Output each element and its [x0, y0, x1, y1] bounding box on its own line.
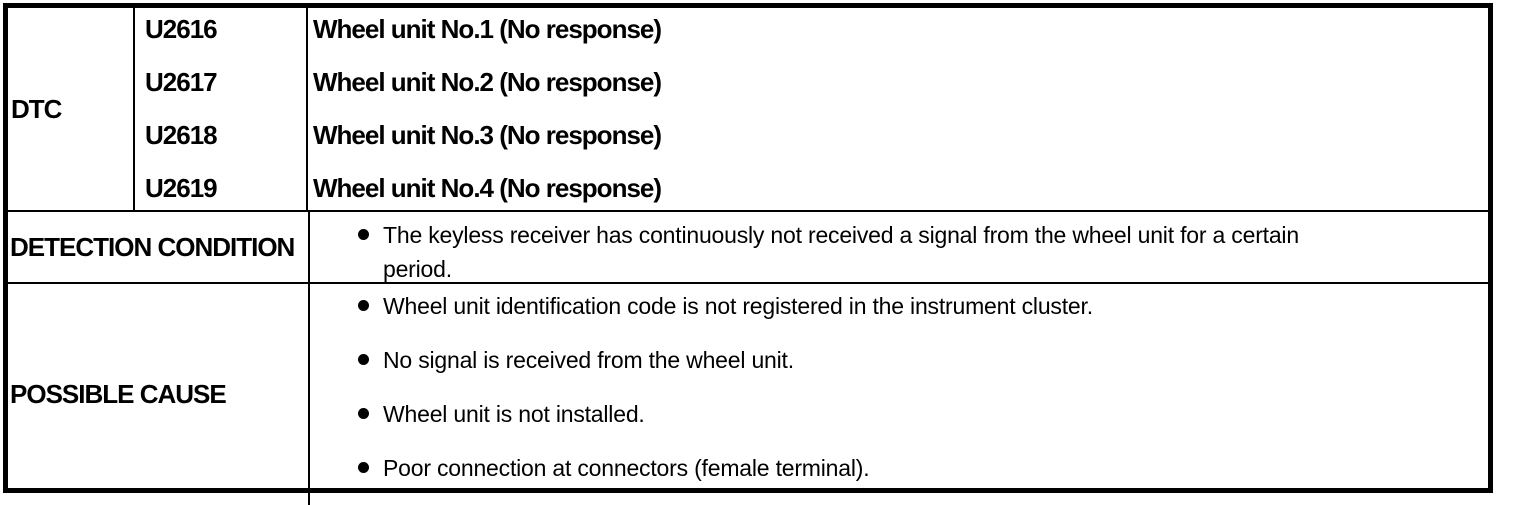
list-item: Poor connection at connectors (female te… [310, 451, 1488, 505]
list-item: The keyless receiver has continuously no… [310, 218, 1488, 286]
bullet-icon [358, 408, 369, 419]
dtc-diagnostic-table: DTC U2616 U2617 U2618 U2619 Wheel unit N… [3, 3, 1493, 505]
detection-condition-text: The keyless receiver has continuously no… [383, 222, 1299, 282]
dtc-description: Wheel unit No.2 (No response) [313, 67, 662, 97]
dtc-descriptions-cell: Wheel unit No.1 (No response) Wheel unit… [308, 8, 1488, 210]
bullet-icon [358, 300, 369, 311]
bullet-icon [358, 354, 369, 365]
possible-cause-content: Wheel unit identification code is not re… [310, 284, 1488, 505]
dtc-description: Wheel unit No.1 (No response) [313, 14, 662, 44]
list-item: Wheel unit is not installed. [310, 397, 1488, 451]
possible-cause-text: Wheel unit is not installed. [383, 401, 645, 427]
bullet-icon [358, 229, 369, 240]
list-item: Wheel unit identification code is not re… [310, 289, 1488, 343]
dtc-code: U2616 [145, 14, 218, 44]
list-item: No signal is received from the wheel uni… [310, 343, 1488, 397]
dtc-code: U2619 [145, 173, 218, 203]
possible-cause-text: Wheel unit identification code is not re… [383, 293, 1093, 319]
possible-cause-text: Poor connection at connectors (female te… [383, 455, 870, 481]
detection-condition-label-cell: DETECTION CONDITION [8, 212, 310, 282]
dtc-label-cell: DTC [8, 8, 135, 210]
detection-condition-row: DETECTION CONDITION The keyless receiver… [8, 212, 1488, 284]
detection-condition-label: DETECTION CONDITION [10, 231, 295, 262]
bullet-icon [358, 462, 369, 473]
dtc-label: DTC [11, 93, 62, 124]
possible-cause-text: No signal is received from the wheel uni… [383, 347, 794, 373]
dtc-row: DTC U2616 U2617 U2618 U2619 Wheel unit N… [8, 8, 1488, 212]
possible-cause-row: POSSIBLE CAUSE Wheel unit identification… [8, 284, 1488, 505]
possible-cause-label-cell: POSSIBLE CAUSE [8, 284, 310, 505]
detection-condition-content: The keyless receiver has continuously no… [310, 212, 1488, 282]
dtc-code: U2617 [145, 67, 218, 97]
dtc-codes-cell: U2616 U2617 U2618 U2619 [135, 8, 308, 210]
dtc-code: U2618 [145, 120, 218, 150]
dtc-description: Wheel unit No.3 (No response) [313, 120, 662, 150]
dtc-description: Wheel unit No.4 (No response) [313, 173, 662, 203]
possible-cause-label: POSSIBLE CAUSE [10, 379, 227, 409]
